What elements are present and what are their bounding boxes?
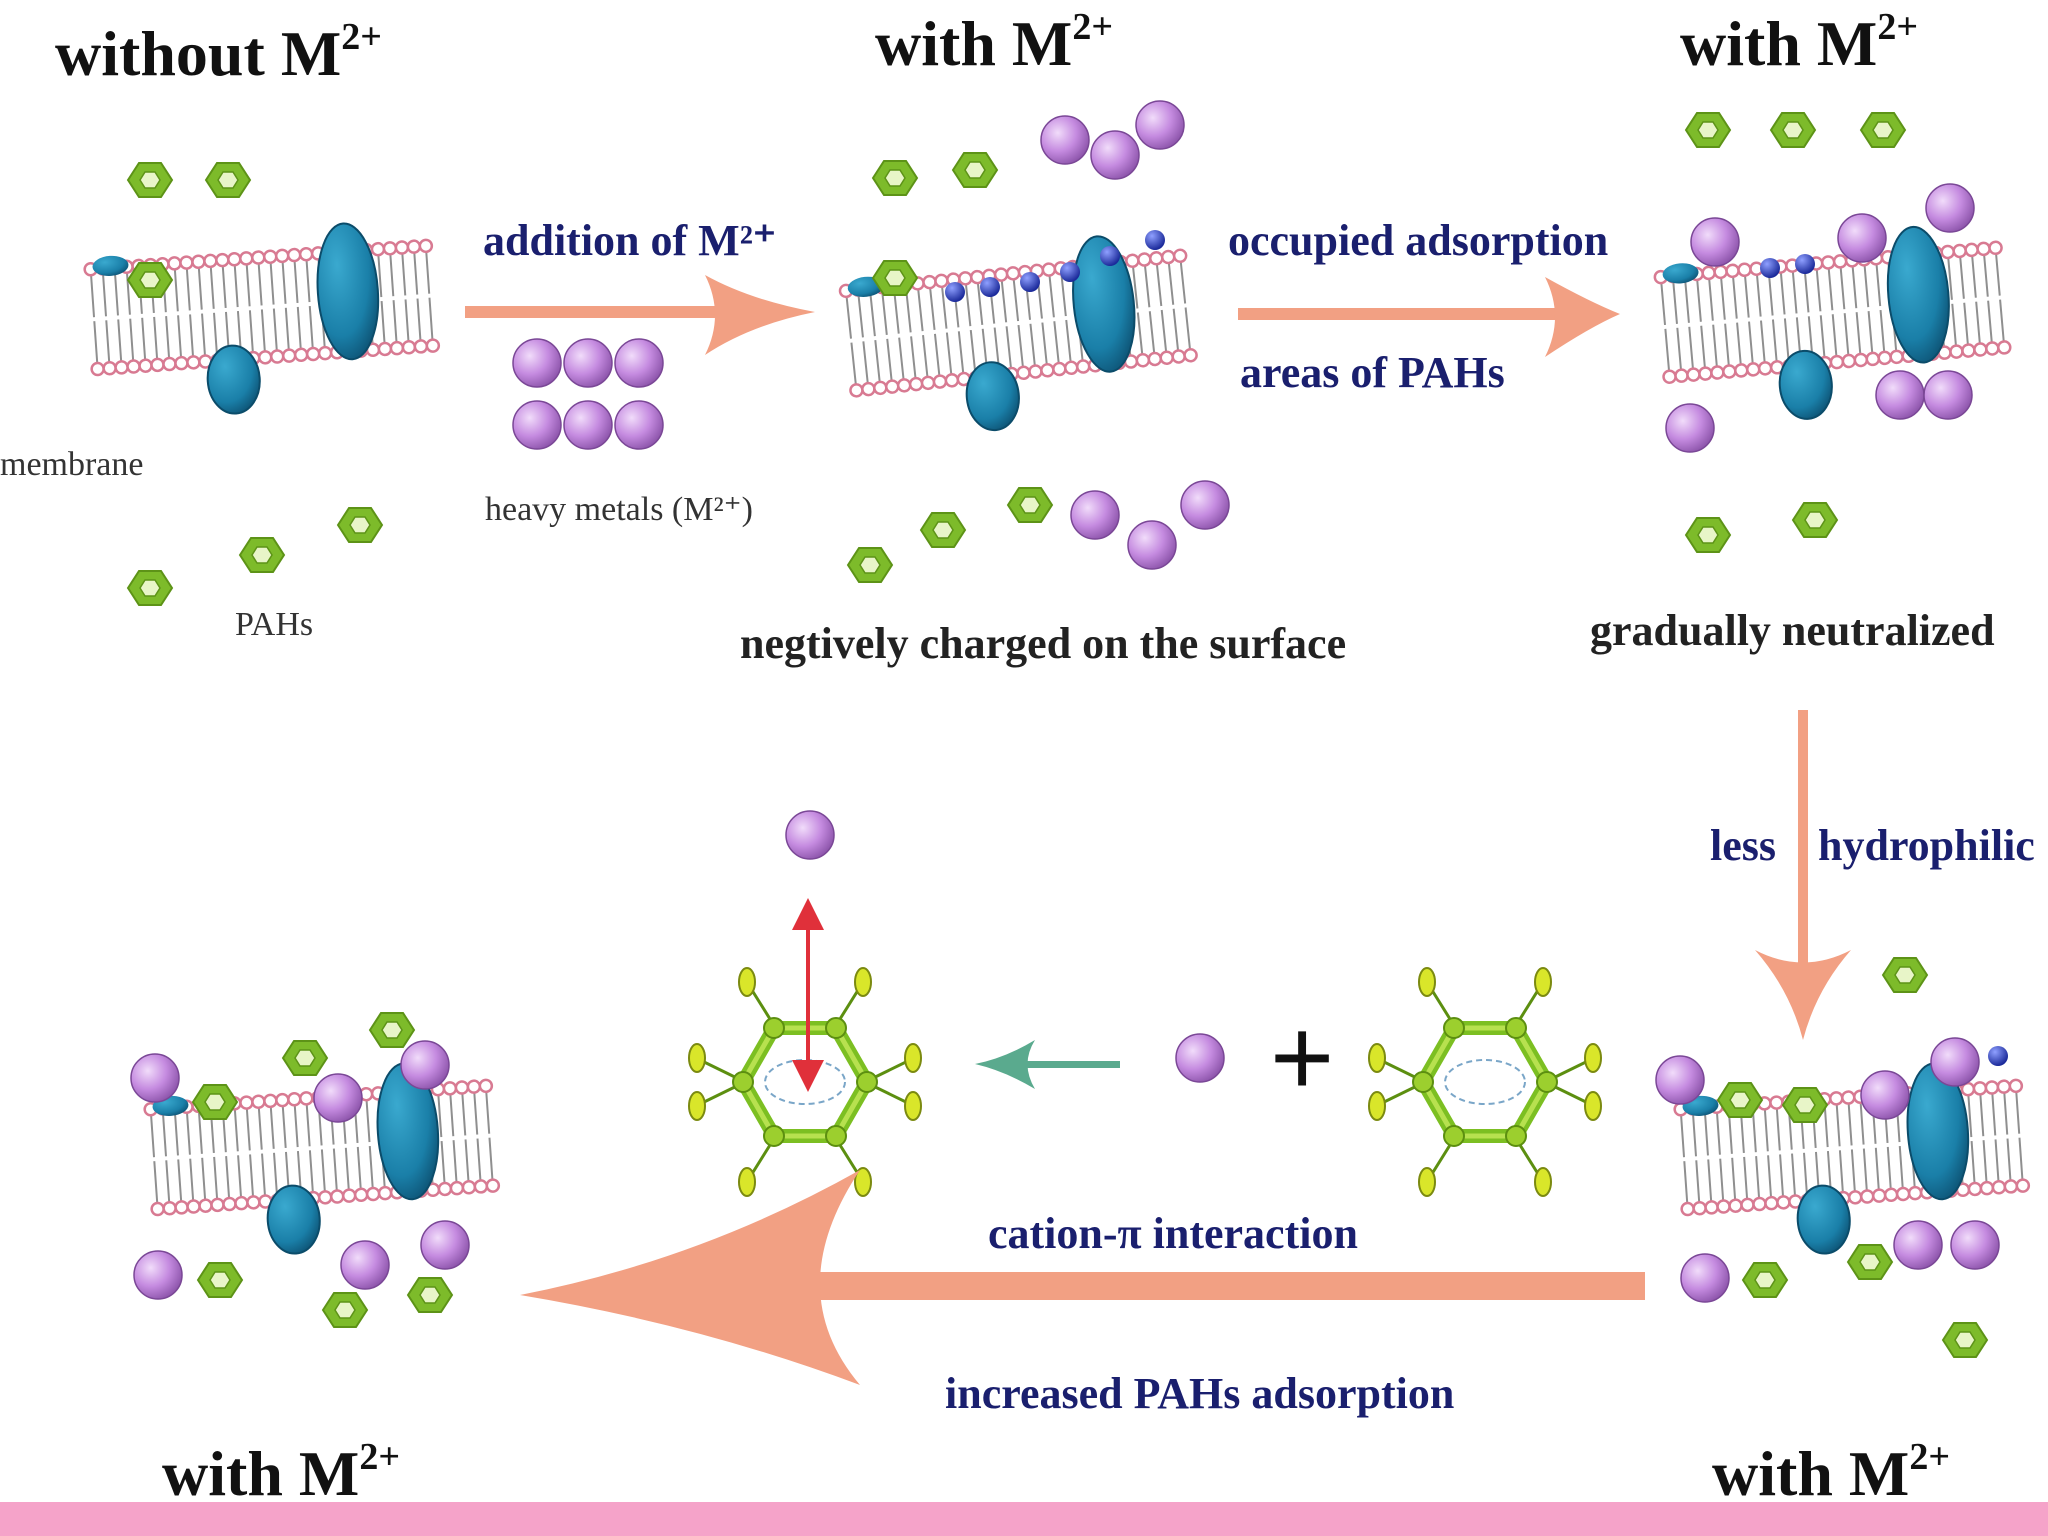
arrow-less-hydrophilic (1755, 710, 1851, 1040)
stage-1-title: without M2+ (55, 16, 382, 89)
arrow-teal (975, 1040, 1120, 1089)
stage-5-title: with M2+ (162, 1436, 400, 1509)
stage-2-membrane (833, 226, 1210, 445)
metal-ion-reactant (1175, 1033, 1225, 1083)
less-label: less (1710, 821, 1776, 870)
arrow-addition (465, 275, 815, 355)
cation-pi-label: cation-π interaction (988, 1209, 1358, 1258)
stage-4-ion (1988, 1046, 2008, 1066)
increased-label: increased PAHs adsorption (945, 1369, 1454, 1418)
double-arrow-red (792, 898, 824, 1092)
stage-3-title: with M2+ (1680, 6, 1918, 79)
membrane-label: membrane (0, 446, 144, 483)
addition-label: addition of M²⁺ (483, 216, 776, 265)
occupied-label-1: occupied adsorption (1228, 216, 1608, 265)
arrow-occupied (1238, 277, 1620, 357)
released-metal-ion (785, 810, 835, 860)
plus-sign: + (1270, 996, 1334, 1119)
neutralized-label: gradually neutralized (1590, 606, 1995, 655)
stage-1-membrane (79, 217, 451, 424)
heavy-metals-label: heavy metals (M²⁺) (485, 491, 753, 528)
heavy-metal-cluster (512, 338, 664, 450)
pahs-label: PAHs (235, 606, 313, 643)
occupied-label-2: areas of PAHs (1240, 348, 1505, 397)
free-ring (1369, 968, 1601, 1196)
footer-band (0, 1502, 2048, 1536)
stage-4-title: with M2+ (1712, 1436, 1950, 1509)
negatively-label: negtively charged on the surface (740, 619, 1346, 668)
stage-2-title: with M2+ (875, 6, 1113, 79)
hydrophilic-label: hydrophilic (1818, 821, 2035, 870)
arrow-cation-pi (520, 1170, 1645, 1385)
